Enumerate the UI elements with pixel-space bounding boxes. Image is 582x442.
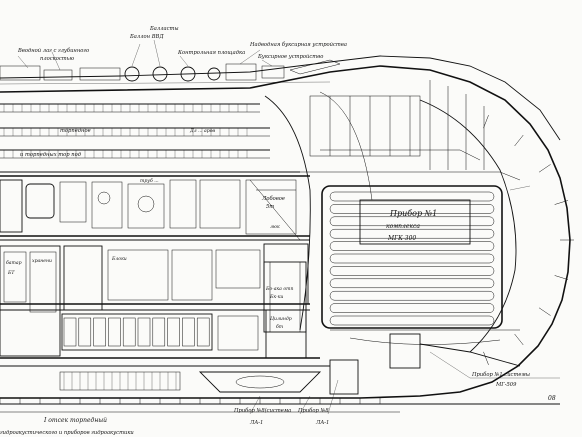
label-mid-2: 5т [266,204,274,210]
label-bottom-center: Прибор №8 [297,407,329,414]
battery-cell [63,317,77,347]
sonar-coil [329,241,495,251]
rack-tick-rows [3,104,248,158]
sonar-coil [329,303,495,313]
label-bottom-note: гидроакустического и приборов гидроакуст… [0,429,134,436]
label-tactical-tower-b: Буксирное устройство [257,54,323,60]
label-bottom-device: Прибор №8(система [233,407,291,414]
battery-cell [167,317,180,347]
hull-frame [538,164,551,173]
label-ladder: Бо-ака отп [265,286,293,292]
label-bottom-device-2: ЛА-1 [249,420,263,426]
label-ladder-2: Бк-ки [269,294,283,300]
hull-frame [514,134,524,147]
battery-cell [182,317,195,347]
battery-cell [108,317,121,347]
label-mgk-model: МГК-300 [387,235,416,242]
label-ballon-vvd: Баллон ВВД [129,34,164,40]
label-access: Дл ... аров [189,128,215,134]
label-left-torpedo-top: торпедное [60,128,91,134]
label-device-1: Прибор №1 [389,209,437,218]
label-hatch: люк [270,225,280,230]
label-complex: комплекса [386,223,420,230]
battery-cell [152,317,166,347]
hull-frame [483,115,489,129]
sonar-coil [329,228,495,239]
hull-frame [554,200,569,205]
label-compartment: I отсек торпедный [43,417,107,424]
label-blocks: Блоки [111,256,127,262]
top-deck-equipment [0,39,341,85]
battery-cell [78,317,92,347]
label-tubes: труб ... [140,177,159,184]
annotation-leaders [249,185,560,415]
label-control-platform: Контрольная площадка [177,50,245,56]
hull-frames [483,115,574,365]
battery-cell [137,317,151,347]
label-mid: Лобовое [261,195,285,202]
sonar-coil [329,204,495,214]
label-bottom-center-2: ЛА-1 [315,420,329,426]
hull-frame [554,275,569,280]
hull-frame [483,351,489,365]
sonar-coil [329,315,495,326]
hull-frame [514,333,524,346]
label-center-block-2: бт [276,323,284,330]
hull-frame [538,307,551,316]
label-left-torpedo-mid: и торпедных тор под [20,152,82,158]
battery-cell [196,317,210,347]
label-ballasts: Балласты [149,26,179,32]
torpedo-racks [0,103,310,241]
sonar-array-device [321,185,503,329]
label-device-system: Прибор №1 системы [471,371,530,378]
keel-structure [59,329,521,395]
label-tactical-tower-a: Надводная буксирная устройства [249,41,347,48]
label-center-block: Цилиндр [270,316,292,322]
sonar-coil [329,266,495,276]
sonar-coil [329,278,495,289]
battery-cell [93,317,106,347]
battery-cell [122,317,136,347]
label-right-tag: 08 [548,395,556,402]
label-cable-input-2: плоскостью [40,56,75,62]
station-ticks [0,398,381,404]
sonar-coil [329,253,495,264]
center-ladder [263,261,307,333]
lower-compartment [0,243,330,367]
label-mg-model: МГ-509 [495,382,517,388]
bow-upper-interior [300,80,521,181]
left-mid-equipment [0,179,301,241]
label-cable-input: Вводной лаг с глубинного [17,47,89,54]
sonar-coil [329,191,495,202]
label-acid-storage: хранени [32,259,52,264]
sonar-coil [329,290,495,301]
label-acid-2: БТ [7,270,15,276]
label-acid-1: батар [6,259,22,266]
sonar-coil [329,216,495,227]
